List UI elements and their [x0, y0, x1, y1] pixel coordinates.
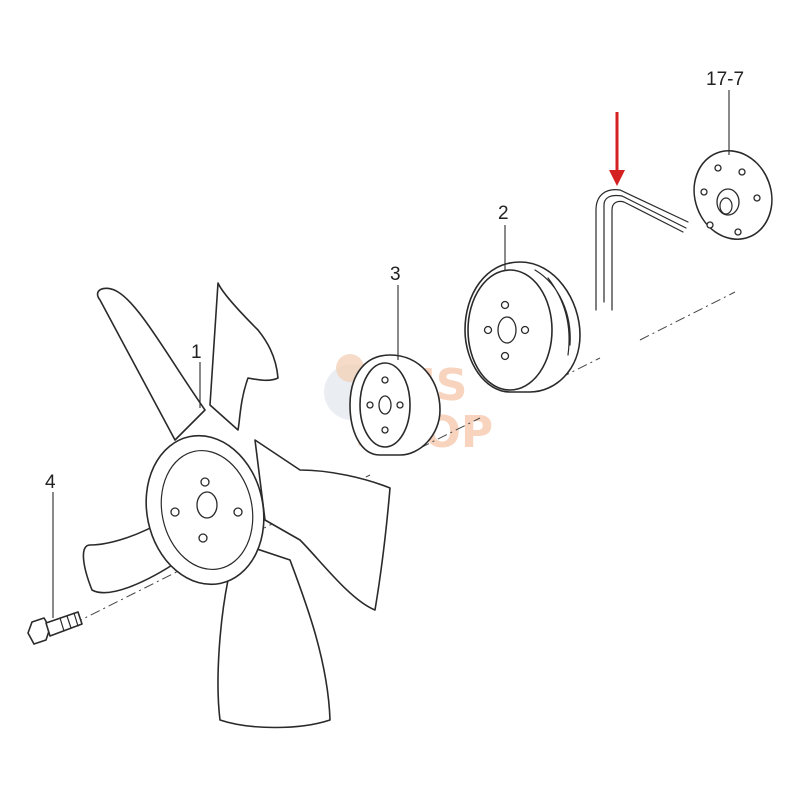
callout-bolt: 4 [45, 472, 56, 493]
callout-fan: 1 [191, 342, 202, 363]
callout-spacer: 3 [390, 264, 401, 285]
shaft-flange [693, 149, 773, 241]
pipe-section [595, 189, 689, 311]
red-indicator-arrow [609, 112, 625, 186]
water-pump-pulley [464, 261, 581, 393]
callout-pulley: 2 [498, 203, 509, 224]
cooling-fan [82, 282, 391, 729]
fan-spacer [349, 354, 441, 456]
callout-flange: 17-7 [706, 69, 744, 90]
fan-bolt [27, 611, 83, 645]
